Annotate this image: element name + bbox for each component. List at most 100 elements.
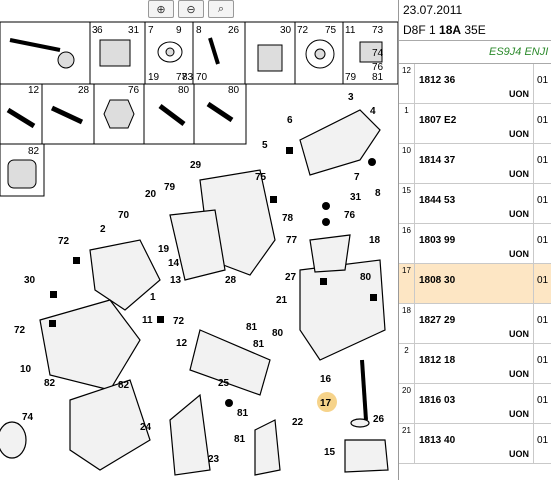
parts-list-row[interactable]: 1 1807 E2 UON 01 bbox=[399, 104, 551, 144]
svg-text:19: 19 bbox=[158, 244, 170, 255]
part-unit: UON bbox=[509, 209, 529, 219]
svg-text:14: 14 bbox=[168, 258, 180, 269]
svg-text:2: 2 bbox=[100, 224, 106, 235]
svg-text:5: 5 bbox=[262, 140, 268, 151]
part-quantity: 01 bbox=[537, 115, 549, 126]
part-quantity: 01 bbox=[537, 195, 549, 206]
svg-text:20: 20 bbox=[145, 189, 157, 200]
svg-text:76: 76 bbox=[344, 210, 356, 221]
column-divider bbox=[533, 344, 534, 383]
part-quantity: 01 bbox=[537, 235, 549, 246]
engine-code: ES9J4 ENJI bbox=[399, 40, 551, 64]
part-reference: 1827 29 bbox=[419, 315, 456, 326]
row-index: 15 bbox=[399, 184, 415, 223]
svg-text:72: 72 bbox=[14, 325, 26, 336]
svg-text:73: 73 bbox=[372, 25, 384, 36]
part-quantity: 01 bbox=[537, 275, 549, 286]
zoom-out-icon[interactable]: ⊖ bbox=[178, 0, 204, 18]
part-unit: UON bbox=[509, 449, 529, 459]
svg-text:83: 83 bbox=[182, 72, 194, 83]
part-reference: 1816 03 bbox=[419, 395, 456, 406]
svg-text:3: 3 bbox=[348, 92, 354, 103]
date-label: 23.07.2011 bbox=[403, 3, 463, 17]
svg-text:80: 80 bbox=[178, 85, 190, 96]
svg-text:72: 72 bbox=[173, 316, 185, 327]
svg-text:30: 30 bbox=[24, 275, 36, 286]
svg-text:79: 79 bbox=[164, 182, 176, 193]
svg-text:31: 31 bbox=[350, 192, 362, 203]
part-unit: UON bbox=[509, 369, 529, 379]
svg-text:29: 29 bbox=[190, 160, 202, 171]
part-quantity: 01 bbox=[537, 435, 549, 446]
svg-text:81: 81 bbox=[246, 322, 258, 333]
svg-text:30: 30 bbox=[280, 25, 292, 36]
zoom-fit-icon[interactable]: ⌕ bbox=[208, 0, 234, 18]
part-reference: 1812 36 bbox=[419, 75, 456, 86]
svg-text:82: 82 bbox=[44, 378, 56, 389]
svg-text:75: 75 bbox=[255, 172, 267, 183]
zoom-in-icon[interactable]: ⊕ bbox=[148, 0, 174, 18]
exploded-parts-diagram[interactable]: ⊕ ⊖ ⌕ bbox=[0, 0, 399, 480]
part-unit: UON bbox=[509, 249, 529, 259]
part-reference: 1803 99 bbox=[419, 235, 456, 246]
svg-text:81: 81 bbox=[372, 72, 384, 83]
svg-text:22: 22 bbox=[292, 417, 304, 428]
svg-text:9: 9 bbox=[176, 25, 182, 36]
svg-text:80: 80 bbox=[360, 272, 372, 283]
row-index: 2 bbox=[399, 344, 415, 383]
svg-text:13: 13 bbox=[170, 275, 182, 286]
svg-text:6: 6 bbox=[287, 115, 293, 126]
svg-text:80: 80 bbox=[272, 328, 284, 339]
part-unit: UON bbox=[509, 129, 529, 139]
svg-text:23: 23 bbox=[208, 454, 220, 465]
part-reference: 1808 30 bbox=[419, 275, 456, 286]
svg-text:72: 72 bbox=[58, 236, 70, 247]
row-index: 1 bbox=[399, 104, 415, 143]
svg-text:18: 18 bbox=[369, 235, 381, 246]
svg-text:10: 10 bbox=[20, 364, 32, 375]
model-code: D8F 1 18A 35E bbox=[403, 23, 486, 37]
svg-text:72: 72 bbox=[297, 25, 309, 36]
svg-text:24: 24 bbox=[140, 422, 152, 433]
part-unit: UON bbox=[509, 169, 529, 179]
svg-text:4: 4 bbox=[370, 106, 376, 117]
svg-text:31: 31 bbox=[128, 25, 140, 36]
column-divider bbox=[533, 144, 534, 183]
svg-text:12: 12 bbox=[176, 338, 188, 349]
svg-text:70: 70 bbox=[118, 210, 130, 221]
svg-text:78: 78 bbox=[282, 213, 294, 224]
column-divider bbox=[533, 64, 534, 103]
svg-text:26: 26 bbox=[373, 414, 385, 425]
column-divider bbox=[533, 264, 534, 303]
highlighted-callout-17: 17 bbox=[317, 392, 337, 412]
diagram-toolbar: ⊕ ⊖ ⌕ bbox=[148, 0, 234, 18]
svg-text:8: 8 bbox=[196, 25, 202, 36]
column-divider bbox=[533, 304, 534, 343]
part-quantity: 01 bbox=[537, 155, 549, 166]
svg-text:74: 74 bbox=[22, 412, 34, 423]
svg-text:77: 77 bbox=[176, 72, 188, 83]
column-divider bbox=[533, 224, 534, 263]
svg-text:21: 21 bbox=[276, 295, 288, 306]
column-divider bbox=[533, 424, 534, 463]
svg-text:75: 75 bbox=[325, 25, 337, 36]
svg-text:82: 82 bbox=[118, 380, 130, 391]
column-divider bbox=[533, 184, 534, 223]
svg-text:80: 80 bbox=[228, 85, 240, 96]
row-index: 12 bbox=[399, 64, 415, 103]
column-divider bbox=[533, 384, 534, 423]
svg-text:26: 26 bbox=[228, 25, 240, 36]
part-reference: 1807 E2 bbox=[419, 115, 457, 126]
